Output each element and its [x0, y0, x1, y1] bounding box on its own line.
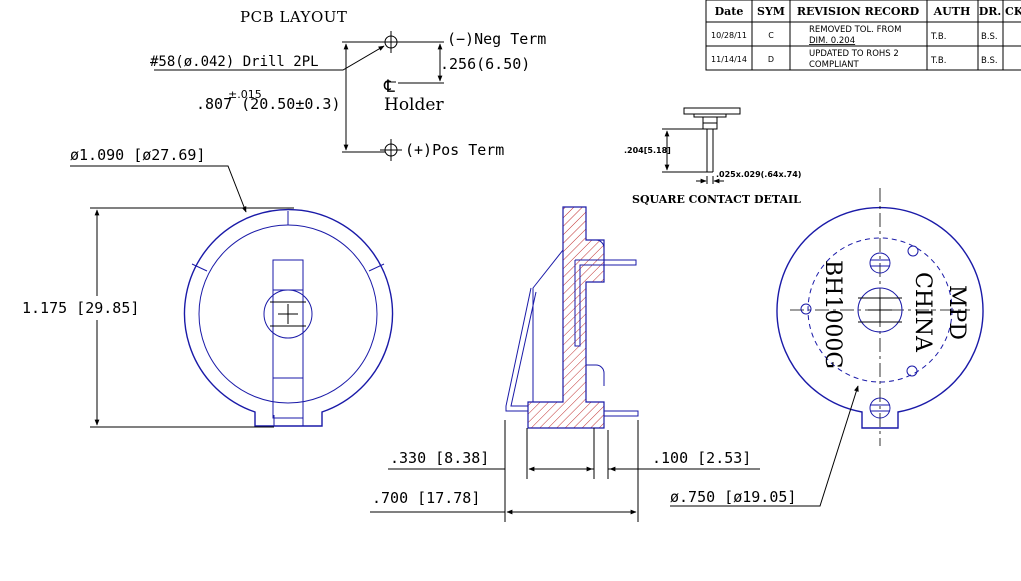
pos-term-hole — [380, 139, 402, 161]
rev-header-auth: AUTH — [933, 5, 971, 18]
holder-label: Holder — [384, 95, 444, 115]
side-dim-330-label: .330 [8.38] — [390, 449, 489, 467]
bottom-mark-part: BH1000G — [820, 260, 845, 369]
rev-cell-date: 10/28/11 — [711, 31, 747, 40]
drill-label: #58(ø.042) Drill 2PL — [150, 54, 319, 70]
rev-header-dr: DR. — [979, 5, 1002, 18]
table-row: 11/14/14 D UPDATED TO ROHS 2 COMPLIANT T… — [711, 49, 998, 70]
rev-header-ck: CK — [1005, 5, 1021, 18]
bottom-diameter-leader — [670, 385, 859, 507]
rev-cell-record: REMOVED TOL. FROM — [809, 25, 901, 35]
rev-header-sym: SYM — [757, 5, 785, 18]
revision-table: Date SYM REVISION RECORD AUTH DR. CK 10/… — [705, 0, 1021, 71]
front-height-label: 1.175 [29.85] — [22, 299, 139, 317]
rev-cell-sym: C — [768, 31, 774, 40]
rev-cell-auth: T.B. — [930, 56, 946, 66]
bottom-outer-body — [776, 206, 984, 429]
rev-cell-auth: T.B. — [930, 32, 946, 42]
rev-header-record: REVISION RECORD — [797, 5, 920, 18]
bottom-mark-mpd: MPD — [944, 285, 969, 340]
rev-cell-record: COMPLIANT — [809, 60, 860, 70]
rev-cell-dr: B.S. — [981, 32, 998, 42]
contact-detail-title: SQUARE CONTACT DETAIL — [632, 193, 801, 206]
front-diameter-leader — [70, 165, 247, 213]
bottom-top-pad — [869, 252, 891, 274]
rev-header-date: Date — [715, 5, 744, 18]
bottom-hidden-circle — [807, 237, 953, 383]
front-view: ø1.090 [ø27.69] 1.175 [29.85] — [20, 146, 394, 428]
pos-term-label: (+)Pos Term — [405, 141, 504, 159]
pcb-layout-title: PCB LAYOUT — [240, 8, 347, 26]
bottom-bottom-pad — [869, 397, 891, 419]
spacing-label: .807 (20.50±0.3) — [196, 95, 341, 113]
square-contact-detail: .204[5.18] .025x.029(.64x.74) SQUARE CON… — [624, 107, 801, 206]
drill-leader — [154, 45, 385, 71]
bottom-diameter-label: ø.750 [ø19.05] — [670, 488, 796, 506]
rev-cell-dr: B.S. — [981, 56, 998, 66]
neg-term-label: (−)Neg Term — [447, 30, 546, 48]
centerline-symbol: ℄ — [383, 77, 395, 97]
bottom-view: MPD CHINA BH1000G ø.750 [ø19.05] — [670, 188, 984, 507]
side-dim-700-label: .700 [17.78] — [372, 489, 480, 507]
side-dim-100-label: .100 [2.53] — [652, 449, 751, 467]
contact-height-label: .204[5.18] — [624, 146, 671, 155]
bottom-mark-china: CHINA — [910, 272, 935, 353]
table-row: 10/28/11 C REMOVED TOL. FROM DIM. 0.204 … — [711, 25, 998, 46]
front-outer-body — [183, 208, 394, 427]
front-diameter-label: ø1.090 [ø27.69] — [70, 146, 205, 164]
pcb-layout: PCB LAYOUT #58(ø.042) Drill 2PL (−)Neg T… — [150, 8, 546, 161]
side-view: .330 [8.38] .100 [2.53] .700 [17.78] — [370, 206, 760, 522]
rev-cell-sym: D — [768, 55, 774, 64]
tolerance-label: ±.015 — [228, 88, 262, 101]
rev-cell-date: 11/14/14 — [711, 55, 747, 64]
offset-label: .256(6.50) — [440, 55, 530, 73]
front-contact-strap — [272, 259, 304, 419]
rev-cell-record: UPDATED TO ROHS 2 — [809, 49, 899, 59]
rev-cell-record: DIM. 0.204 — [809, 36, 855, 46]
contact-size-label: .025x.029(.64x.74) — [716, 170, 801, 179]
